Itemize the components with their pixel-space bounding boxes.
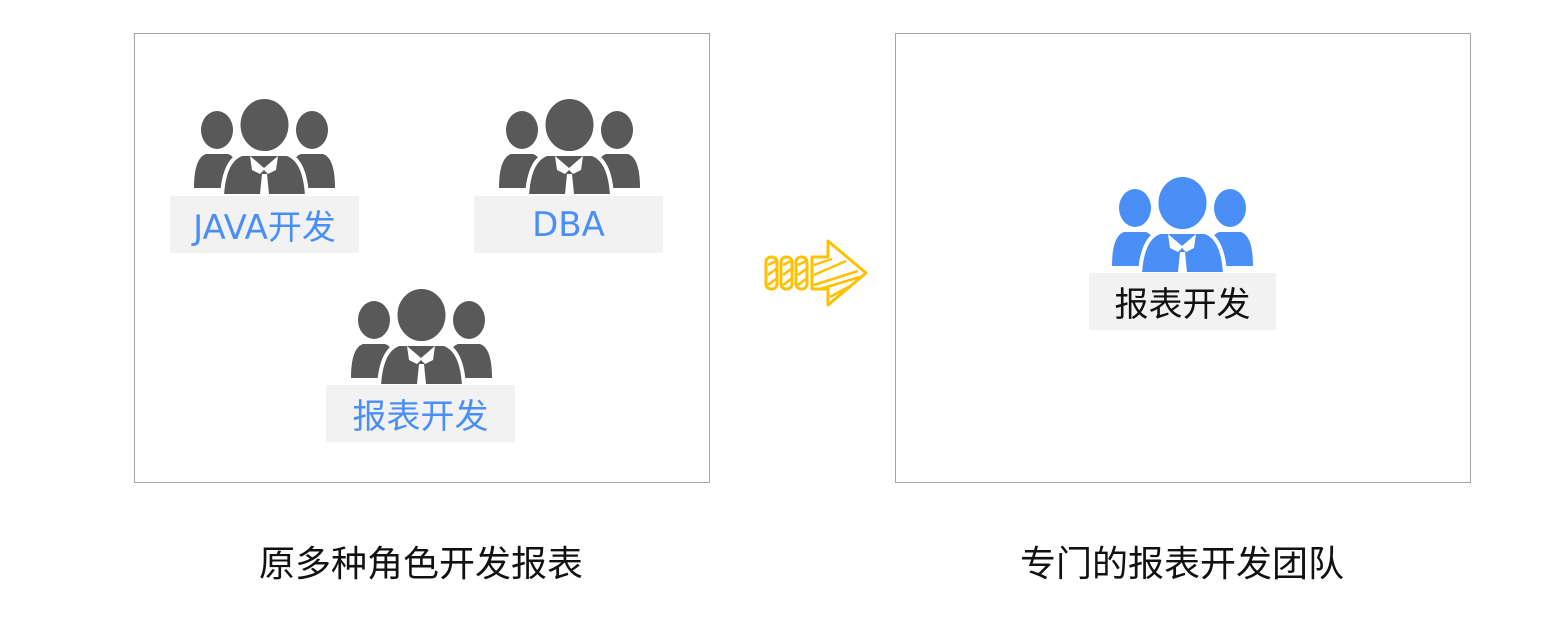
team-label-report: 报表开发 bbox=[1089, 273, 1276, 330]
right-arrow-icon bbox=[764, 239, 868, 307]
role-label-report: 报表开发 bbox=[326, 385, 515, 442]
role-label-java: JAVA开发 bbox=[170, 196, 359, 253]
people-group-icon bbox=[192, 98, 337, 196]
role-label-dba: DBA bbox=[474, 196, 663, 253]
right-caption: 专门的报表开发团队 bbox=[1019, 544, 1344, 585]
people-group-icon bbox=[349, 288, 494, 386]
people-group-icon bbox=[1110, 176, 1255, 274]
left-caption: 原多种角色开发报表 bbox=[258, 544, 583, 585]
people-group-icon bbox=[497, 98, 642, 196]
